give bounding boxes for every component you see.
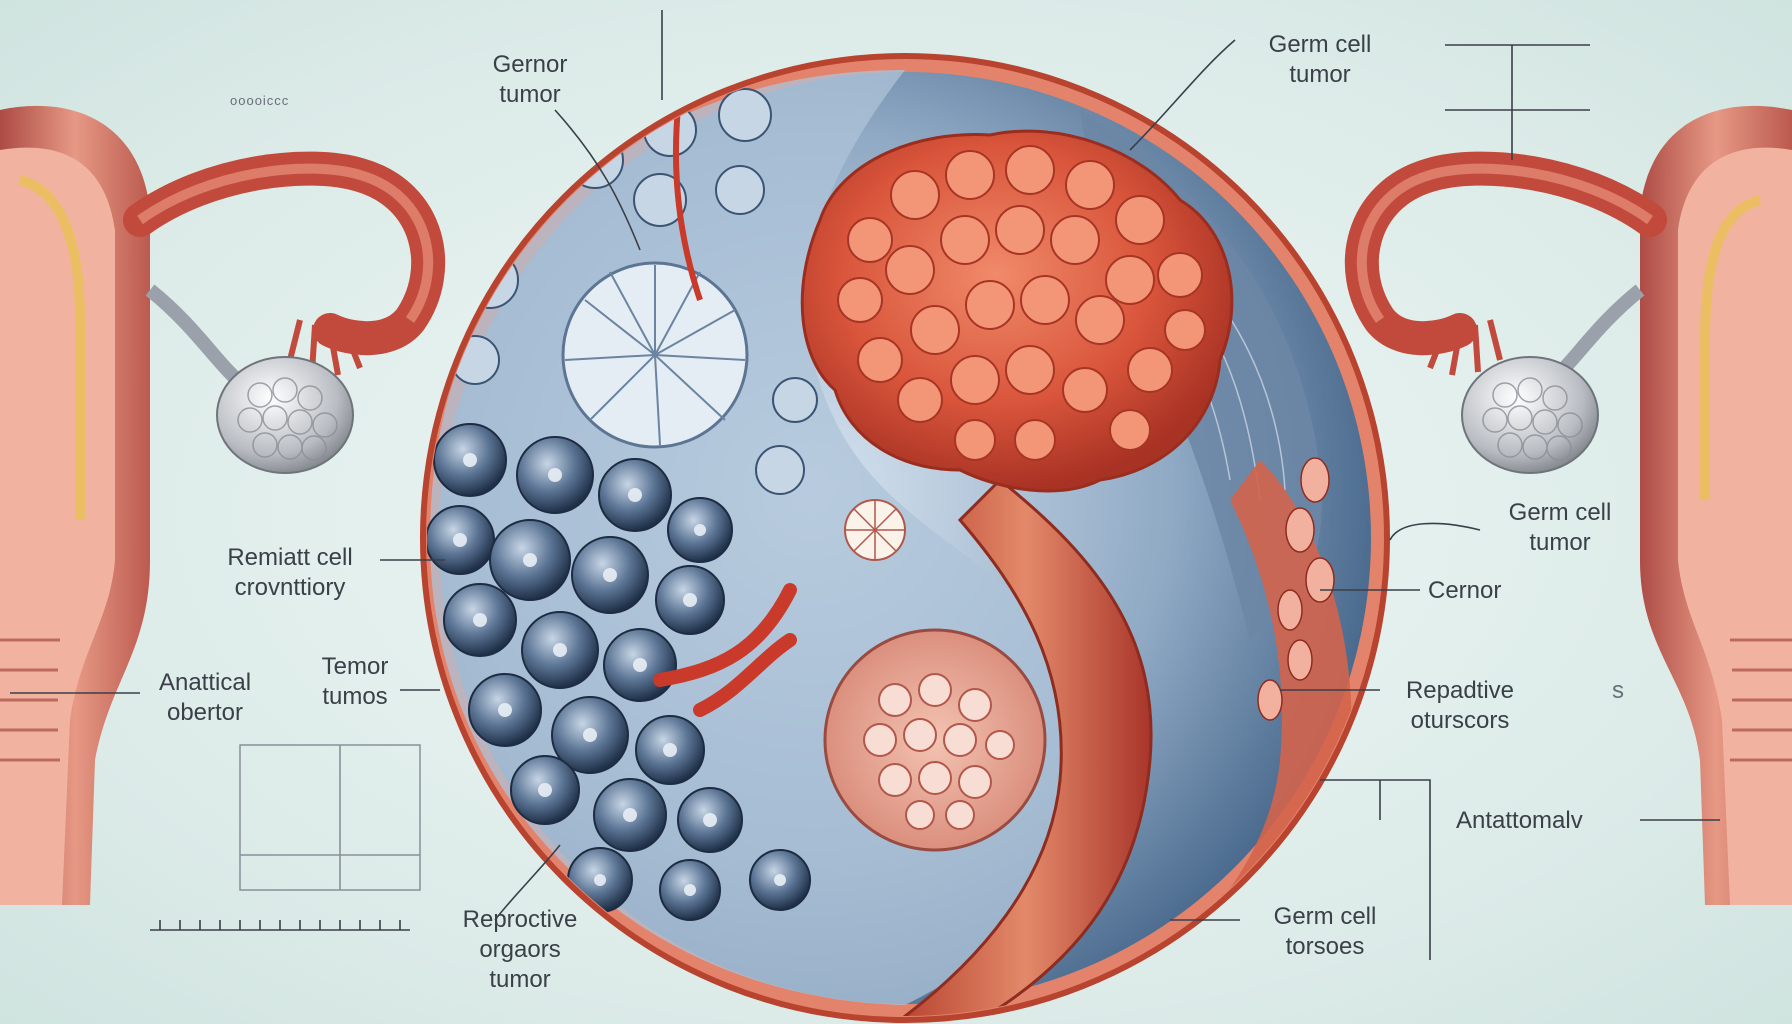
label-germ-cell-tumor-right: Germ cell tumor xyxy=(1480,498,1640,558)
label-cernor: Cernor xyxy=(1428,577,1502,604)
label-line: obertor xyxy=(166,699,244,726)
label-line: tumor xyxy=(489,966,551,993)
label-line: tumor xyxy=(1529,529,1591,556)
left-uterus-illustration xyxy=(0,105,446,906)
label-line: tumos xyxy=(322,683,388,710)
leader-lines xyxy=(10,10,1720,960)
label-temor-tumos: Temor tumos xyxy=(300,652,410,712)
label-side-small: s xyxy=(1612,677,1624,704)
label-remnant-cell: Remiatt cell crovnttiory xyxy=(200,543,380,603)
label-top-small: ooooiccc xyxy=(230,93,290,108)
right-uterus-illustration xyxy=(1344,105,1792,906)
label-line: Germ cell xyxy=(1268,31,1372,58)
label-line: Temor xyxy=(321,653,389,680)
label-anatomical: Anattical obertor xyxy=(140,668,270,728)
label-line: Gernor xyxy=(492,51,568,78)
label-line: orgaors xyxy=(479,936,561,963)
label-repaditive: Repadtive oturscors xyxy=(1380,676,1540,736)
label-reproductive-organs: Reproctive orgaors tumor xyxy=(450,905,590,995)
label-line: Reproctive xyxy=(462,906,578,933)
label-line: Germ cell xyxy=(1508,499,1612,526)
label-line: torsoes xyxy=(1285,933,1365,960)
label-germ-tumor-top-left: Gernor tumor xyxy=(470,50,590,110)
label-line: tumor xyxy=(1289,61,1351,88)
label-line: Anattical xyxy=(158,669,252,696)
label-germ-cell-tumor-top: Germ cell tumor xyxy=(1240,30,1400,90)
label-line: Repadtive xyxy=(1405,677,1515,704)
label-line: crovnttiory xyxy=(234,574,346,601)
label-line: oturscors xyxy=(1410,707,1510,734)
label-line: Remiatt cell xyxy=(227,544,353,571)
pink-follicle xyxy=(823,628,1047,852)
label-line: Germ cell xyxy=(1273,903,1377,930)
label-germ-cell-torsoes: Germ cell torsoes xyxy=(1245,902,1405,962)
germ-cell-tumor-mass xyxy=(800,129,1234,493)
follicle-starburst xyxy=(561,261,749,449)
label-antatomal: Antattomalv xyxy=(1456,807,1583,834)
cross-section-circle xyxy=(420,53,1390,1023)
label-line: tumor xyxy=(499,81,561,108)
